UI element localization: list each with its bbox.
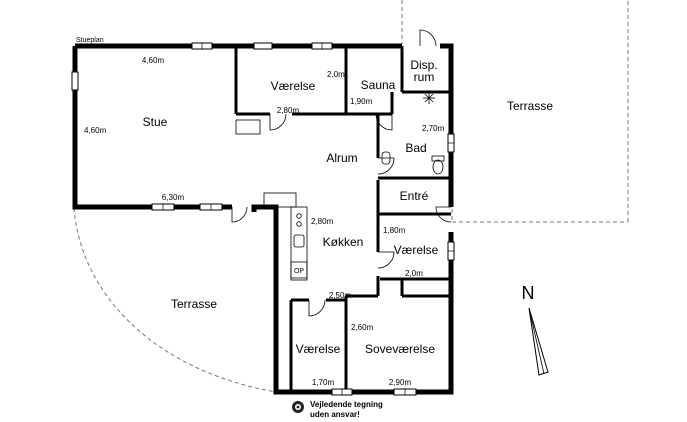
counter-blocks [235, 119, 297, 208]
door-swings [231, 29, 452, 317]
dim-stue-bottom: 6,30m [162, 193, 185, 202]
room-label-kokken: Køkken [323, 235, 364, 249]
dim-sauna-width: 1,90m [350, 97, 373, 106]
room-label-sovevaerelse: Soveværelse [365, 342, 435, 356]
dim-vaerelse-bottom-width: 1,70m [312, 378, 335, 387]
plan-title: Stueplan [76, 37, 104, 44]
window-mullions [162, 43, 454, 395]
room-label-entre: Entré [400, 189, 429, 203]
dim-bad-depth: 2,70m [422, 124, 445, 133]
disclaimer-icon [292, 401, 304, 413]
dim-stue-width: 4,60m [142, 56, 165, 65]
north-arrow-icon [528, 307, 549, 376]
dim-vaerelse-top-width: 2,80m [277, 106, 300, 115]
dim-sove-depth: 2,60m [351, 323, 374, 332]
kitchen-counter [290, 206, 308, 281]
terrace-outline-left [73, 207, 277, 393]
room-label-terrasse-left: Terrasse [171, 297, 217, 311]
dim-vaerelse-top-depth: 2,0m [327, 70, 345, 79]
op-label: OP [294, 268, 304, 275]
dim-stue-depth: 4,60m [84, 126, 107, 135]
disclaimer-line1: Vejledende tegning [310, 400, 383, 409]
room-label-vaerelse-top: Værelse [271, 79, 316, 93]
dim-kokken-width: 2,50m [329, 291, 352, 300]
room-label-alrum: Alrum [326, 151, 357, 165]
terrace-outline-right [401, 0, 629, 223]
disp-fixture-icon [423, 92, 435, 104]
north-label: N [522, 283, 535, 303]
room-label-vaerelse-right: Værelse [394, 243, 439, 257]
exterior-walls [72, 43, 454, 395]
dim-vaerelse-right-depth: 1,80m [383, 226, 406, 235]
room-label-disp-line2: rum [414, 70, 435, 84]
room-label-terrasse-right: Terrasse [507, 99, 553, 113]
room-label-vaerelse-bottom: Værelse [296, 342, 341, 356]
interior-walls [234, 46, 451, 392]
dim-sove-width: 2,90m [389, 378, 412, 387]
room-label-disp-line1: Disp. [410, 58, 437, 72]
room-label-sauna: Sauna [361, 78, 396, 92]
room-label-bad: Bad [405, 141, 426, 155]
dim-kokken-depth: 2,80m [311, 217, 334, 226]
disclaimer-line2: uden ansvar! [310, 410, 360, 419]
bathroom-fixtures [381, 151, 445, 175]
room-label-stue: Stue [143, 115, 168, 129]
dim-vaerelse-right-width: 2,0m [405, 269, 423, 278]
